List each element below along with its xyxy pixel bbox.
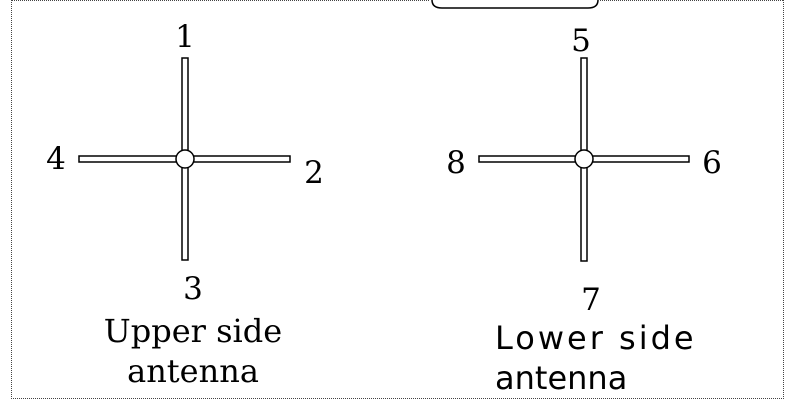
element-4-rod [78, 155, 178, 163]
label-8: 8 [446, 145, 466, 181]
label-3: 3 [183, 271, 203, 307]
frame-top-left [11, 0, 429, 3]
lower-antenna: 5 6 7 8 [446, 23, 722, 318]
lower-antenna-caption: Lower side antenna [495, 318, 697, 398]
top-bracket [431, 0, 599, 9]
upper-feed-point [175, 149, 195, 169]
element-2-rod [192, 155, 291, 163]
label-1: 1 [175, 19, 195, 55]
element-5-rod [580, 57, 588, 153]
label-6: 6 [702, 145, 722, 181]
element-8-rod [478, 155, 577, 163]
lower-feed-point [574, 149, 594, 169]
element-3-rod [181, 165, 189, 261]
lower-caption-line1: Lower side [495, 319, 697, 357]
upper-antenna-caption: Upper side antenna [93, 311, 293, 391]
label-4: 4 [46, 141, 66, 177]
element-7-rod [580, 165, 588, 262]
label-5: 5 [571, 23, 591, 59]
upper-caption-line2: antenna [127, 352, 259, 390]
upper-caption-line1: Upper side [103, 312, 283, 350]
label-2: 2 [304, 155, 324, 191]
frame-top-right [600, 0, 783, 3]
upper-antenna: 1 2 3 4 [46, 19, 324, 307]
element-1-rod [181, 57, 189, 153]
diagram-frame [11, 0, 784, 399]
lower-caption-line2: antenna [495, 359, 628, 397]
label-7: 7 [581, 282, 601, 318]
element-6-rod [591, 155, 690, 163]
